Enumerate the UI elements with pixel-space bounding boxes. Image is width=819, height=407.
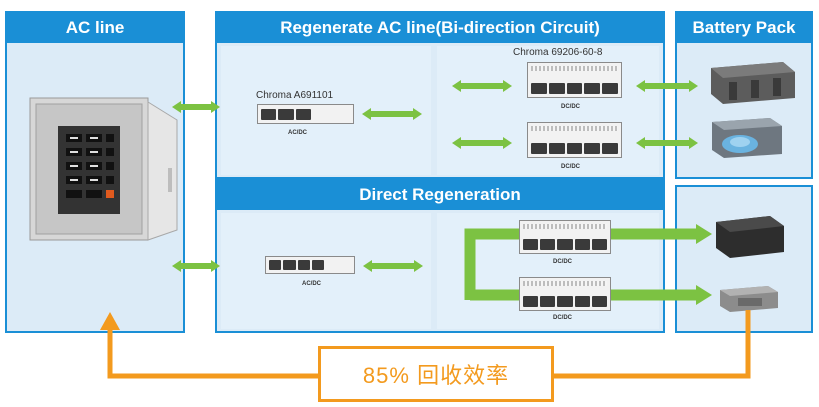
dcdc-converter-2 — [527, 122, 622, 158]
dcdc-label-4: DC/DC — [553, 315, 572, 321]
battery-pack-title: Battery Pack — [677, 13, 811, 43]
dcdc-label-2: DC/DC — [561, 164, 580, 170]
dcdc-converter-3 — [519, 220, 611, 254]
acdc-label-direct: AC/DC — [302, 281, 321, 287]
acdc-model-label: Chroma A691101 — [256, 90, 334, 101]
ac-line-title: AC line — [7, 13, 183, 43]
acline-regen-arrow — [172, 101, 220, 113]
battery-module-icon — [703, 58, 798, 108]
battery-tray-icon — [716, 280, 782, 314]
dcdc-label-3: DC/DC — [553, 259, 572, 265]
battery-block-icon — [712, 208, 788, 260]
dcdc-label-1: DC/DC — [561, 104, 580, 110]
efficiency-label: 85% 回收效率 — [362, 363, 510, 388]
efficiency-box: 85% 回收效率 — [318, 346, 554, 402]
direct-acdc-arrow — [363, 260, 423, 272]
acdc-converter-direct — [265, 256, 355, 274]
dcdc-top-battery-arrow — [636, 80, 698, 92]
dcdc-mid-left-arrow — [452, 137, 512, 149]
acdc-dcdc-arrow — [362, 108, 422, 120]
direct-regen-title: Direct Regeneration — [217, 180, 663, 210]
dcdc-converter-4 — [519, 277, 611, 311]
battery-case-icon — [706, 112, 786, 162]
electrical-cabinet-icon — [29, 97, 180, 241]
acline-direct-arrow — [172, 260, 220, 272]
dcdc-converter-1 — [527, 62, 622, 98]
dcdc-model-label: Chroma 69206-60-8 — [513, 47, 603, 58]
regen-ac-title: Regenerate AC line(Bi-direction Circuit) — [217, 13, 663, 43]
dcdc-mid-battery-arrow — [636, 137, 698, 149]
acdc-label-top: AC/DC — [288, 130, 307, 136]
acdc-converter — [257, 104, 354, 124]
dcdc-top-left-arrow — [452, 80, 512, 92]
